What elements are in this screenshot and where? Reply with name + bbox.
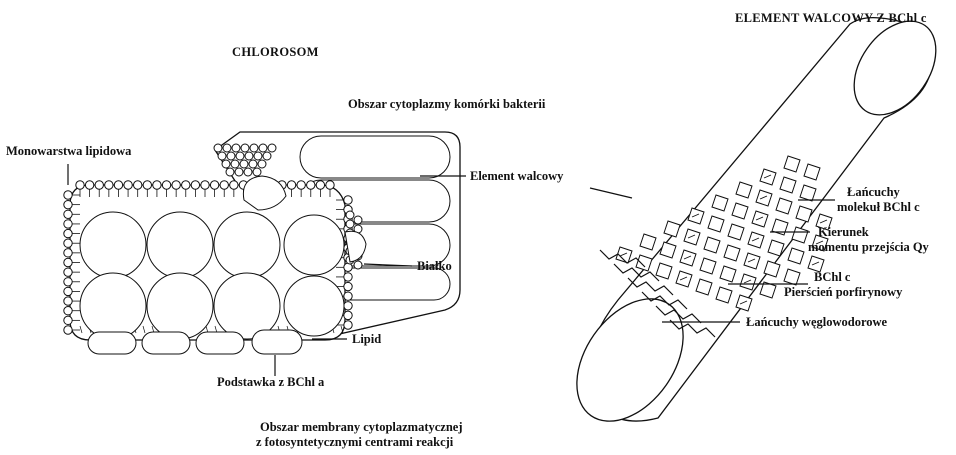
lipid-head <box>344 311 352 319</box>
lipid-head <box>235 168 243 176</box>
lipid-head <box>64 258 72 266</box>
lipid-head <box>344 282 352 290</box>
lipid-head <box>241 144 249 152</box>
lipid-head <box>114 181 122 189</box>
lipid-head <box>172 181 180 189</box>
porphyrin-ring-label: Pierścień porfirynowy <box>784 285 903 299</box>
lipid-head <box>64 307 72 315</box>
lipid-label: Lipid <box>352 332 381 346</box>
bchl-tile <box>788 248 804 264</box>
lipid-head <box>210 181 218 189</box>
lipid-head <box>64 297 72 305</box>
lipid-head <box>201 181 209 189</box>
protein-label: Białko <box>417 259 452 273</box>
lipid-head <box>226 168 234 176</box>
lipid-head <box>344 292 352 300</box>
lipid-head <box>253 168 261 176</box>
lipid-head <box>218 152 226 160</box>
lipid-monolayer-label: Monowarstwa lipidowa <box>6 144 132 158</box>
lipid-head <box>250 144 258 152</box>
lipid-head <box>85 181 93 189</box>
lipid-head <box>133 181 141 189</box>
lipid-head <box>254 152 262 160</box>
bchl-chains-label-1: Łańcuchy <box>847 185 901 199</box>
lipid-head <box>223 144 231 152</box>
lipid-head <box>297 181 305 189</box>
lipid-head <box>259 144 267 152</box>
bchl-tile <box>784 269 800 285</box>
lipid-head <box>220 181 228 189</box>
lipid-head <box>316 181 324 189</box>
lipid-head <box>153 181 161 189</box>
lipid-head <box>326 181 334 189</box>
lipid-head <box>244 168 252 176</box>
lipid-head <box>249 160 257 168</box>
lipid-head <box>307 181 315 189</box>
lipid-head <box>182 181 190 189</box>
bchl-tile <box>640 234 656 250</box>
lipid-head <box>64 220 72 228</box>
bchl-c-label: BChl c <box>814 270 851 284</box>
lipid-head <box>227 152 235 160</box>
lipid-head <box>64 191 72 199</box>
lipid-head <box>162 181 170 189</box>
lipid-head <box>64 239 72 247</box>
lipid-head <box>64 200 72 208</box>
chlorosome-illustration <box>64 132 460 354</box>
lipid-head <box>240 160 248 168</box>
chlorosome-title: CHLOROSOM <box>232 45 319 59</box>
lipid-head <box>231 160 239 168</box>
baseplate-label: Podstawka z BChl a <box>217 375 325 389</box>
lipid-head <box>214 144 222 152</box>
lipid-head <box>64 326 72 334</box>
lipid-head <box>344 321 352 329</box>
lipid-head <box>222 160 230 168</box>
direction-label-2: momentu przejścia Qy <box>808 240 930 254</box>
lipid-head <box>344 273 352 281</box>
lipid-head <box>287 181 295 189</box>
membrane-label-line2: z fotosyntetycznymi centrami reakcji <box>256 435 454 449</box>
lipid-head <box>344 196 352 204</box>
lipid-head <box>105 181 113 189</box>
lipid-head <box>268 144 276 152</box>
lipid-head <box>64 210 72 218</box>
lipid-head <box>232 144 240 152</box>
bchl-chains-label-2: molekuł BChl c <box>837 200 920 214</box>
cylinder-left-leader <box>590 188 632 198</box>
lipid-head <box>143 181 151 189</box>
hydrocarbon-chains-label: Łańcuchy węglowodorowe <box>746 315 888 329</box>
lipid-head <box>64 249 72 257</box>
lipid-head <box>263 152 271 160</box>
lipid-head <box>64 229 72 237</box>
lipid-head <box>344 302 352 310</box>
cylinder-title: ELEMENT WALCOWY Z BChl c <box>735 11 927 25</box>
lipid-head <box>230 181 238 189</box>
lipid-head <box>124 181 132 189</box>
lipid-head <box>64 316 72 324</box>
lipid-head <box>64 278 72 286</box>
cytoplasm-region-label: Obszar cytoplazmy komórki bakterii <box>348 97 546 111</box>
lipid-head <box>258 160 266 168</box>
lipid-head <box>64 268 72 276</box>
direction-label-1: Kierunek <box>818 225 869 239</box>
lipid-head <box>76 181 84 189</box>
lipid-head <box>236 152 244 160</box>
lipid-head <box>245 152 253 160</box>
lipid-head <box>64 287 72 295</box>
lipid-head <box>191 181 199 189</box>
cylinder-element-illustration <box>555 6 953 441</box>
cylinder-element-label: Element walcowy <box>470 169 564 183</box>
lipid-head <box>95 181 103 189</box>
membrane-label-line1: Obszar membrany cytoplazmatycznej <box>260 420 463 434</box>
